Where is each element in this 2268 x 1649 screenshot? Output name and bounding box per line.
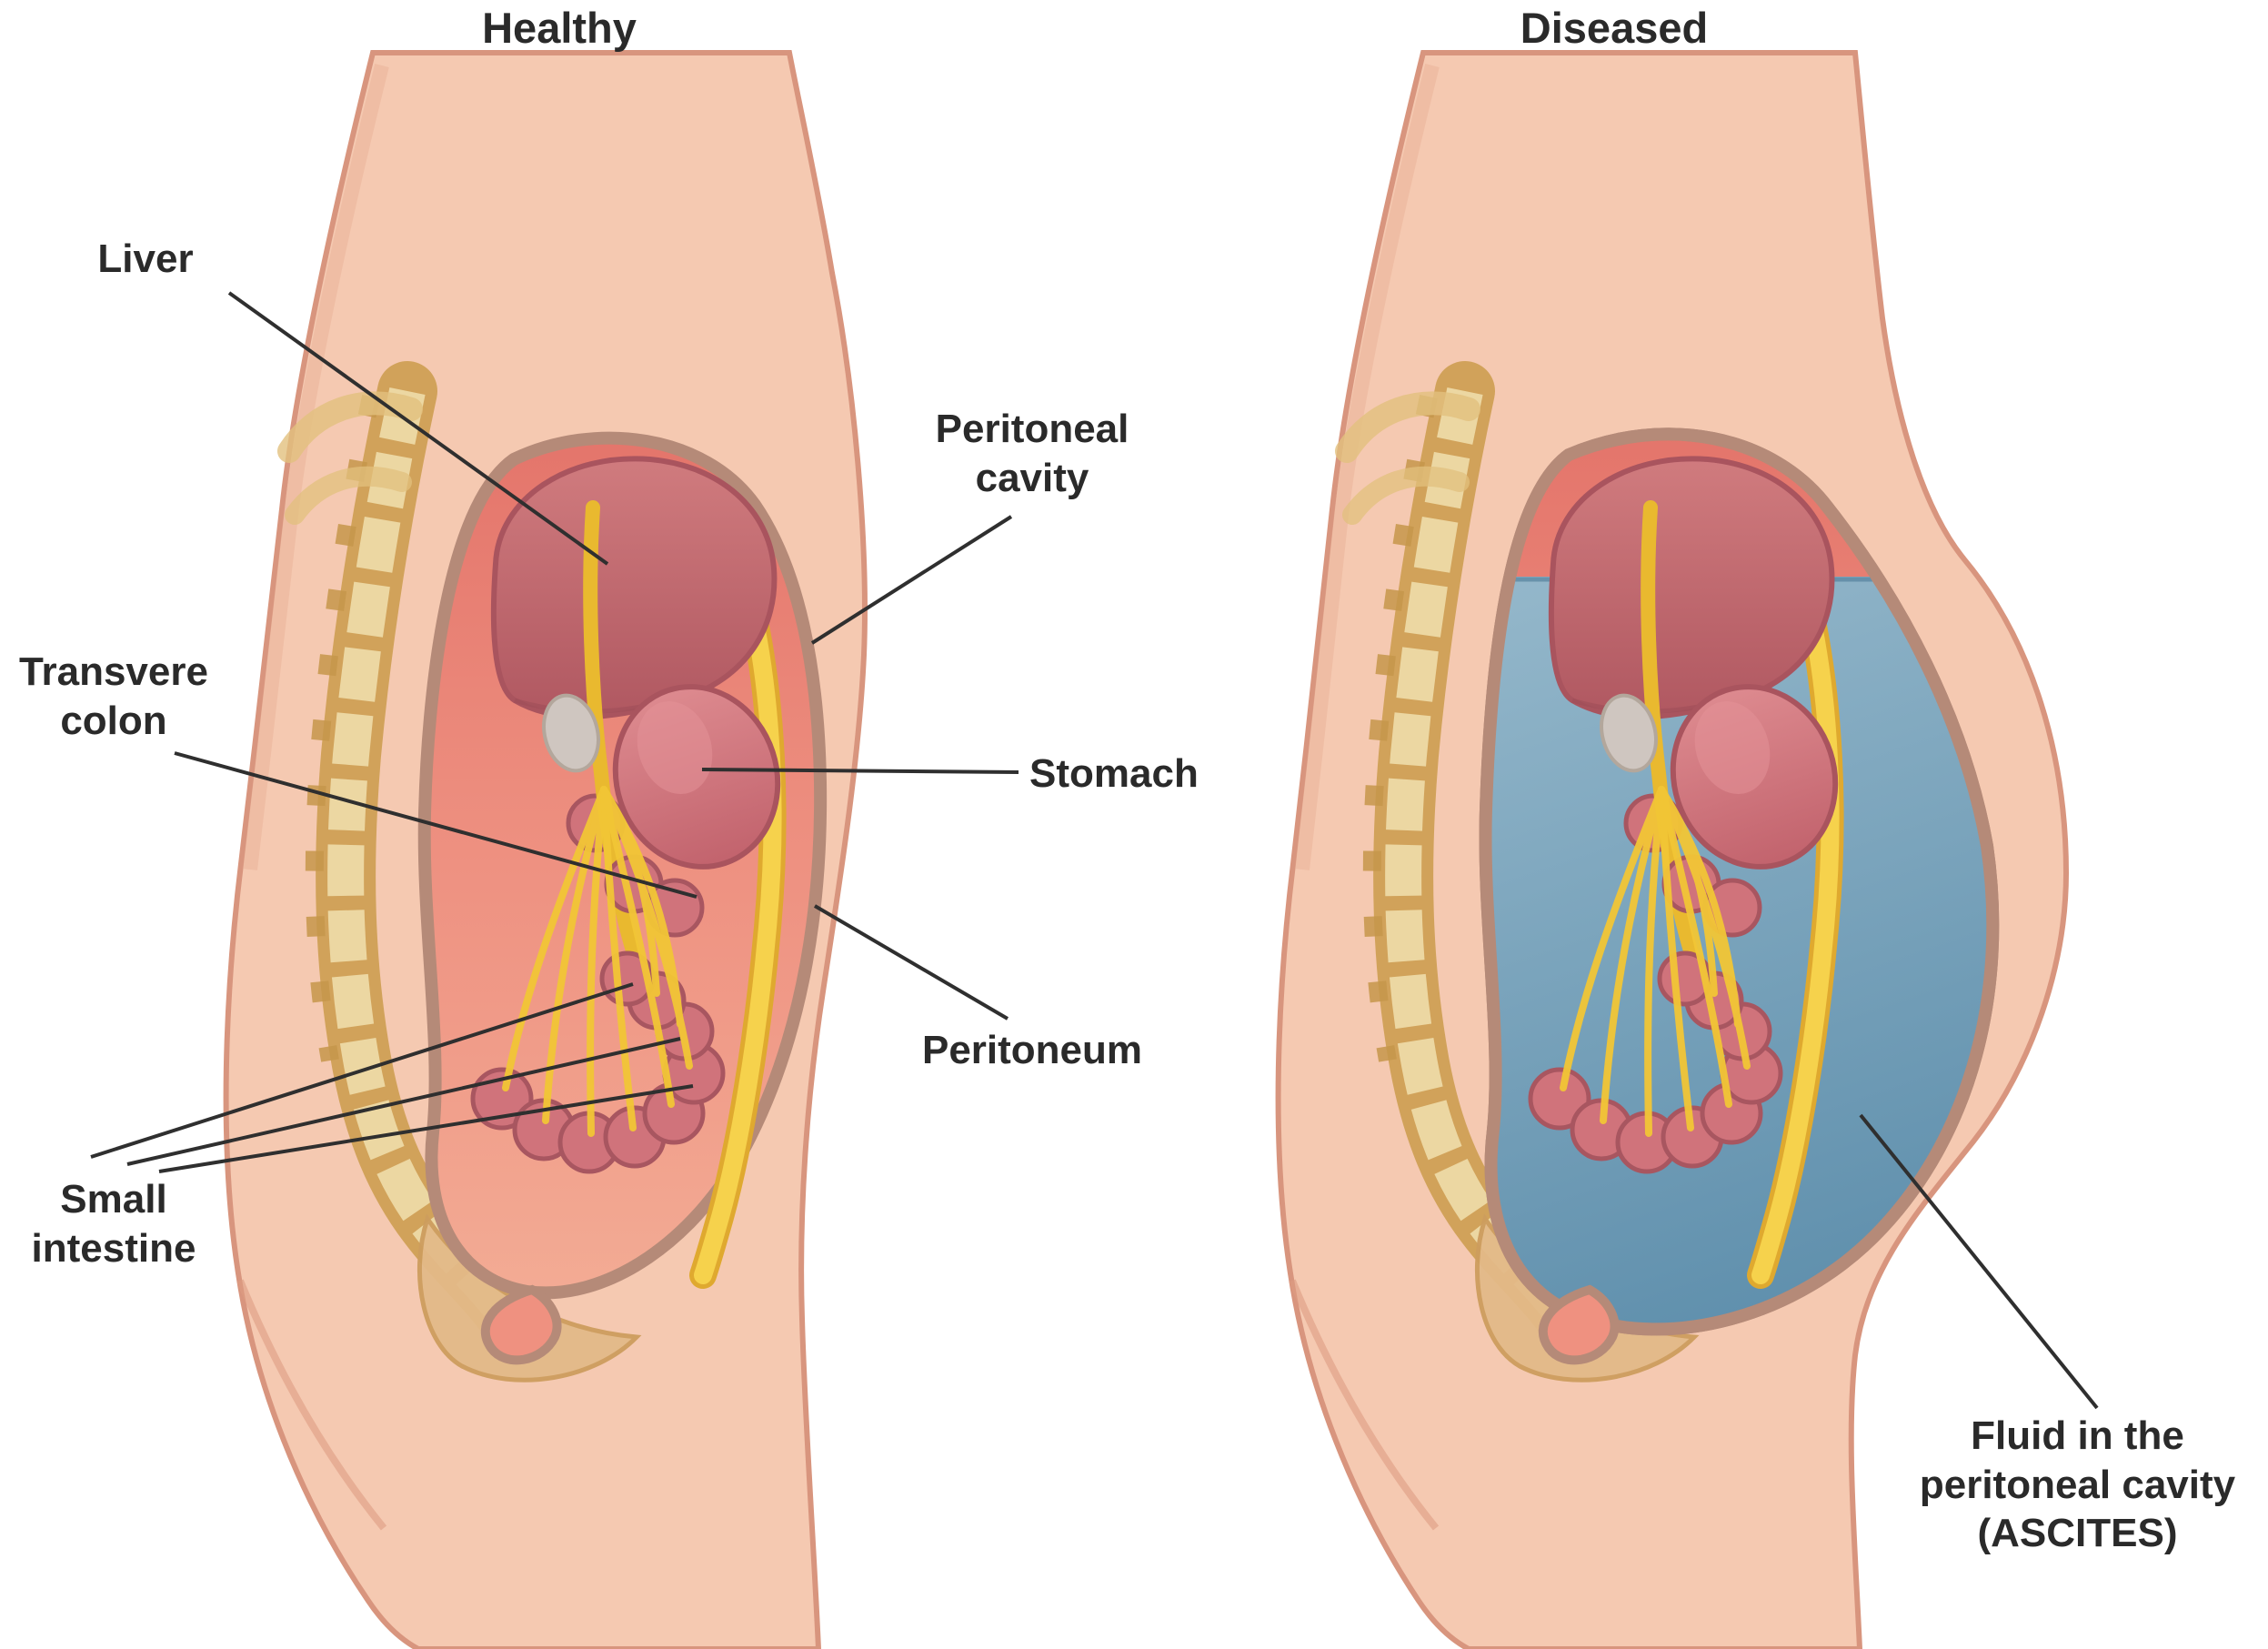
panel-title-diseased: Diseased <box>1520 4 1709 52</box>
diseased-figure <box>1275 50 2070 1649</box>
leader-line-transverse-colon <box>174 751 697 899</box>
label-peritoneal-cavity: Peritoneal cavity <box>935 407 1129 500</box>
leader-line-peritoneum <box>813 904 1009 1021</box>
leader-lines <box>90 291 2099 1410</box>
label-peritoneum: Peritoneum <box>921 1028 1143 1072</box>
label-liver: Liver <box>97 236 194 281</box>
panel-title-healthy: Healthy <box>482 4 637 52</box>
leader-line-small-intestine-2 <box>126 1037 681 1166</box>
healthy-figure <box>223 50 868 1649</box>
label-small-intestine: Small intestine <box>31 1177 196 1271</box>
label-transverse-colon: Transvere colon <box>19 649 208 743</box>
leader-line-peritoneal-cavity <box>810 515 1013 645</box>
leader-line-liver <box>227 291 609 566</box>
leader-line-small-intestine-1 <box>90 982 634 1159</box>
leader-line-small-intestine-3 <box>158 1084 694 1173</box>
label-stomach: Stomach <box>1029 751 1199 796</box>
leader-line-stomach <box>701 768 1019 774</box>
leader-line-ascites <box>1859 1113 2099 1410</box>
label-ascites: Fluid in the peritoneal cavity (ASCITES) <box>1919 1413 2236 1556</box>
